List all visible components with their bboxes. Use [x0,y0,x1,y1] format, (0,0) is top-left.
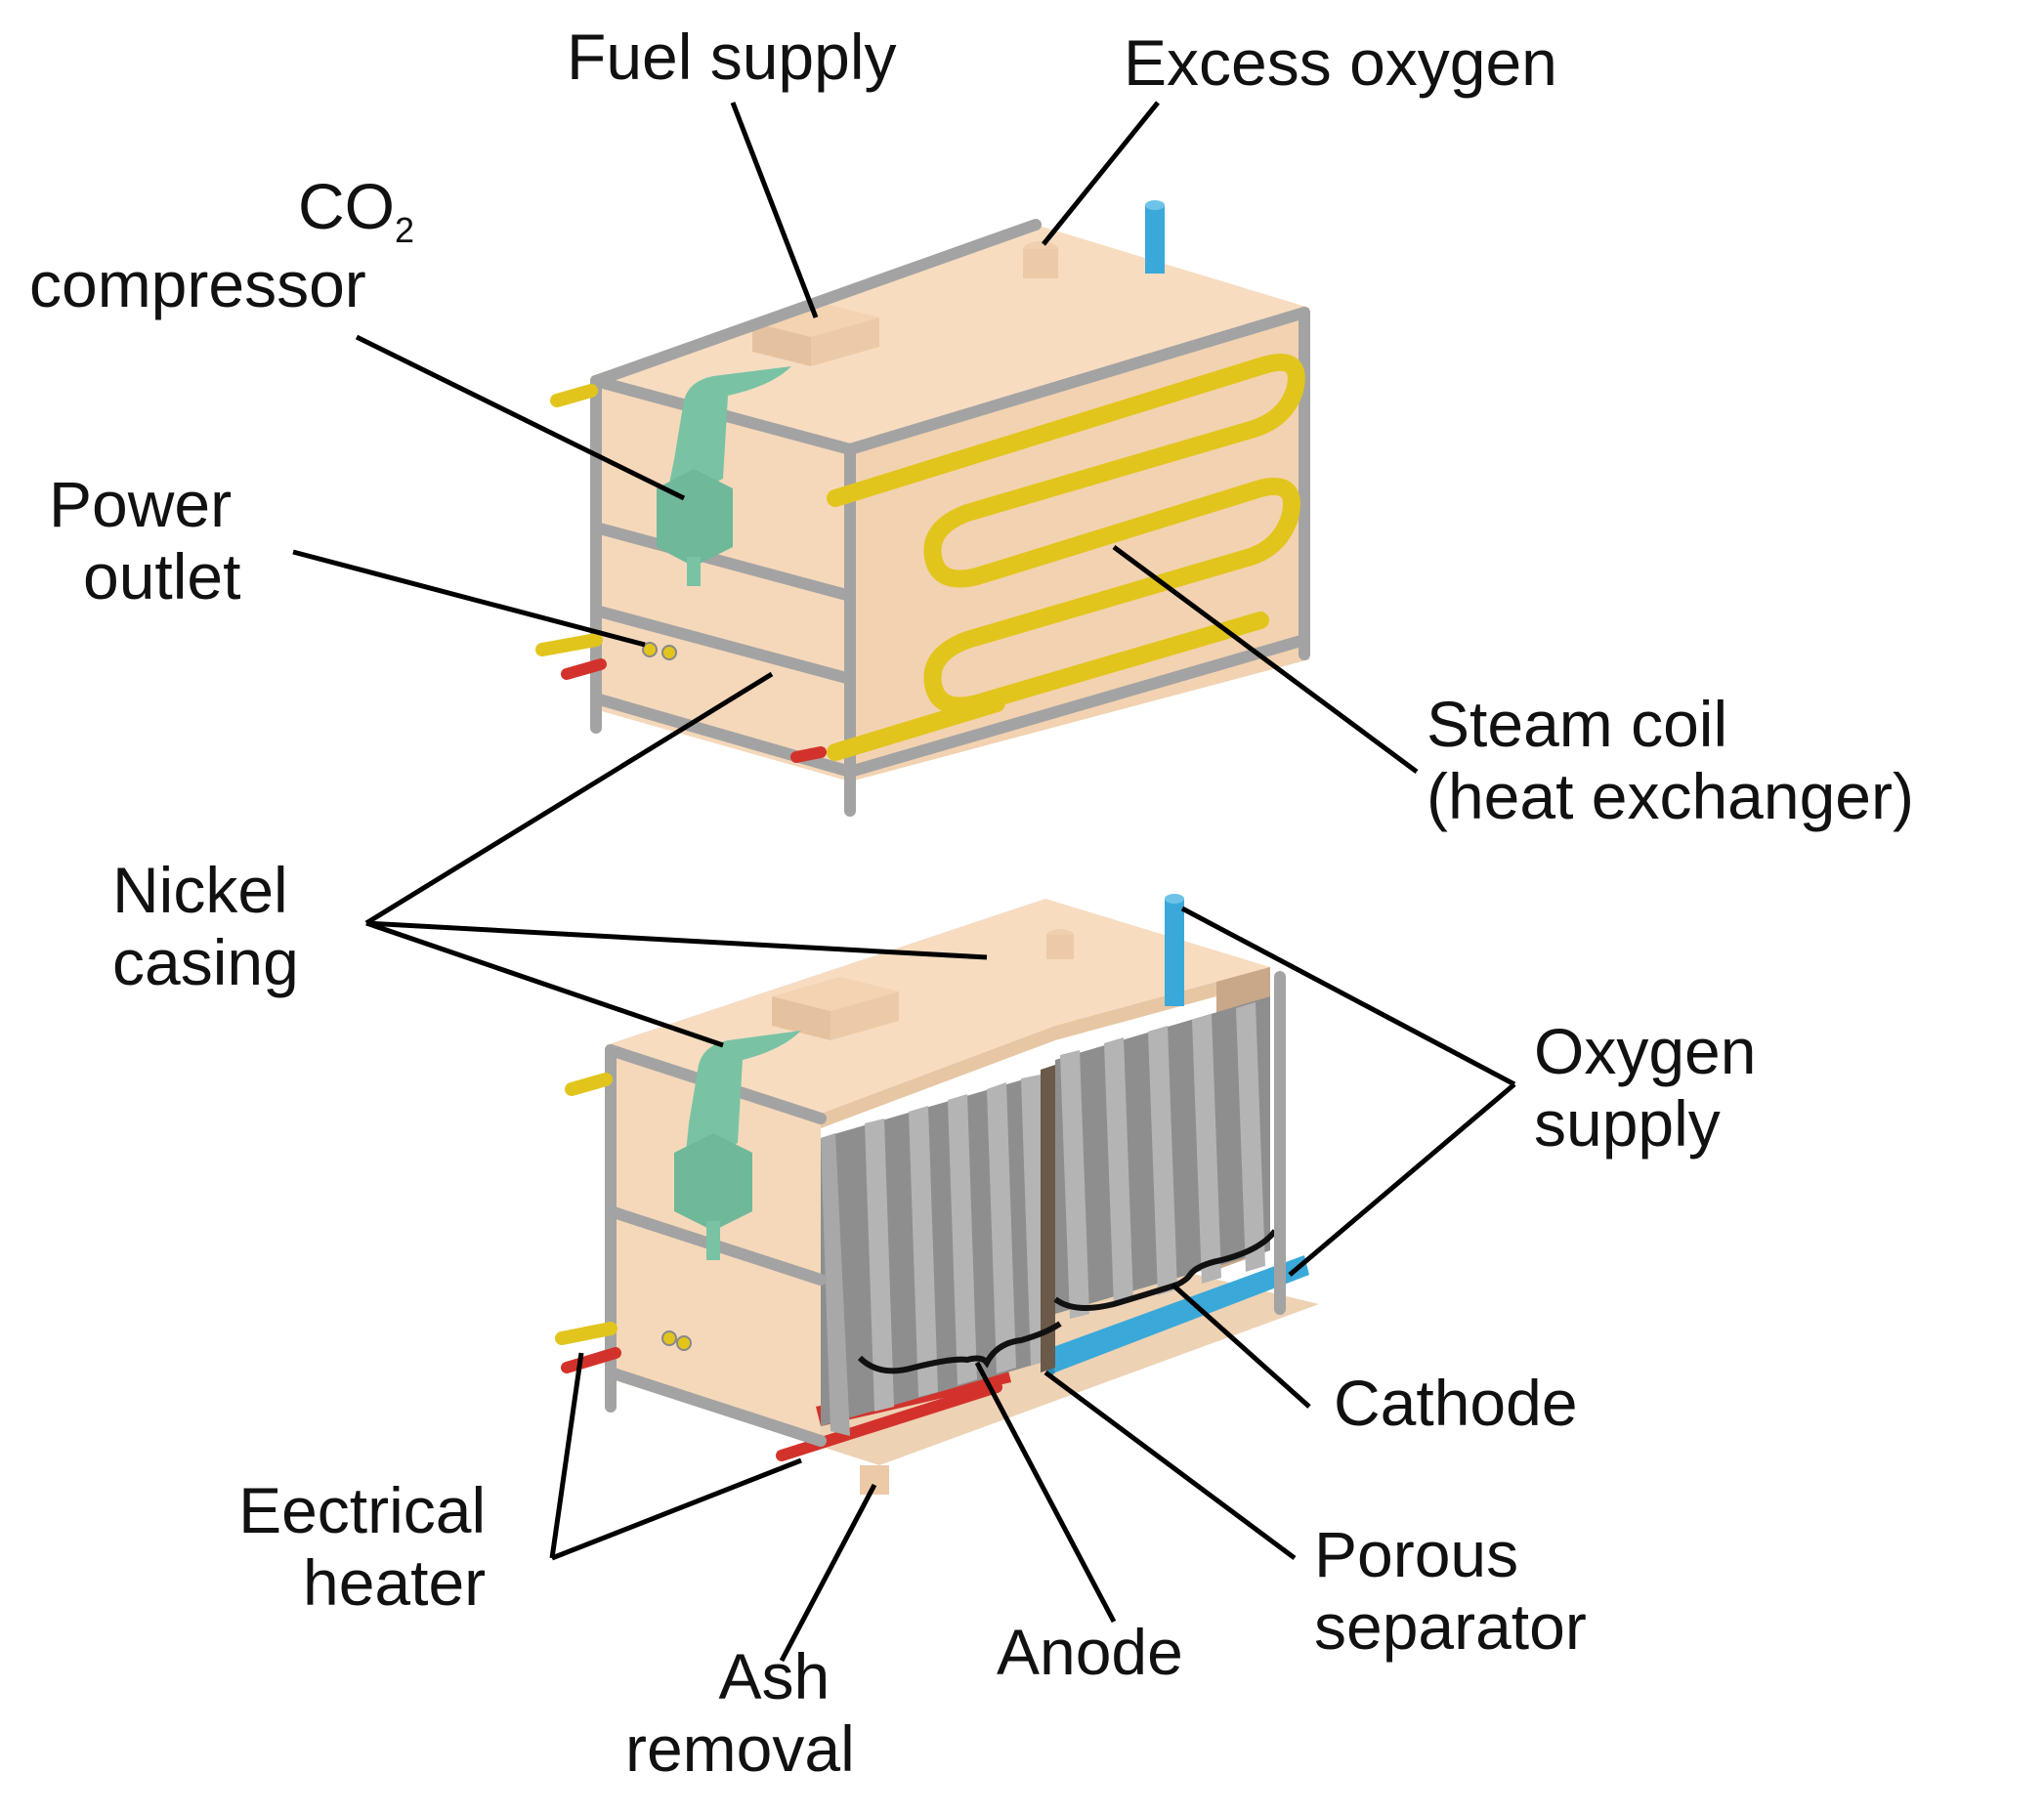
leader-ash-removal [779,1483,877,1663]
label-porous-separator: Porous separator [1314,1518,1587,1663]
leader-nickel-casing-3 [365,920,724,1048]
lower-roof [606,899,1270,1114]
label-nickel-casing: Nickel casing [112,854,299,998]
leader-nickel-casing-1 [364,671,774,926]
porous-separator [1041,1065,1055,1372]
label-co2-subscript: 2 [395,210,415,250]
anode-brace [857,1321,1062,1374]
leader-heater-1 [549,1352,584,1559]
lower-fuel-cell-unit [555,894,1319,1495]
ash-removal-outlet [860,1465,889,1495]
leader-excess-oxygen [1042,101,1160,246]
upper-fuel-cell-unit [535,200,1310,817]
label-excess-oxygen: Excess oxygen [1124,26,1557,99]
label-power-outlet: Power outlet [49,468,241,612]
label-anode: Anode [997,1616,1183,1688]
upper-left-face [591,376,850,781]
label-co2: CO2 [298,170,415,250]
power-outlet [642,642,658,657]
cathode-brace [1053,1229,1278,1311]
leader-anode [974,1361,1117,1624]
label-cathode: Cathode [1334,1367,1578,1439]
leader-oxygen-supply-1 [1180,906,1516,1087]
lower-power-outlet [661,1330,677,1346]
upper-roof [591,225,1309,444]
steam-coil [827,354,1305,715]
label-steam-coil: Steam coil (heat exchanger) [1427,688,1914,832]
anode-stack [821,1075,1041,1436]
fuel-supply-port [752,303,879,337]
label-compressor: compressor [29,248,366,320]
leader-porous-separator [1043,1370,1297,1561]
lower-oxygen-pipe [1165,899,1184,1006]
label-fuel-supply: Fuel supply [567,21,897,93]
leader-oxygen-supply-2 [1288,1082,1516,1277]
leader-heater-2 [551,1457,802,1561]
upper-oxygen-pipe [1145,205,1165,274]
leader-lines [292,101,1516,1663]
leader-steam-coil [1112,544,1419,775]
leader-power-outlet [292,549,646,648]
cathode-stack [1055,996,1270,1319]
leader-nickel-casing-2 [365,920,988,960]
leader-cathode [1171,1283,1311,1409]
label-oxygen-supply: Oxygen supply [1534,1015,1757,1160]
leader-fuel-supply [730,102,819,318]
label-ash-removal: Ash removal [625,1640,855,1785]
label-electrical-heater: Eectrical heater [238,1474,487,1619]
leader-co2-compressor [355,334,686,501]
oxygen-manifold [1050,1255,1309,1372]
